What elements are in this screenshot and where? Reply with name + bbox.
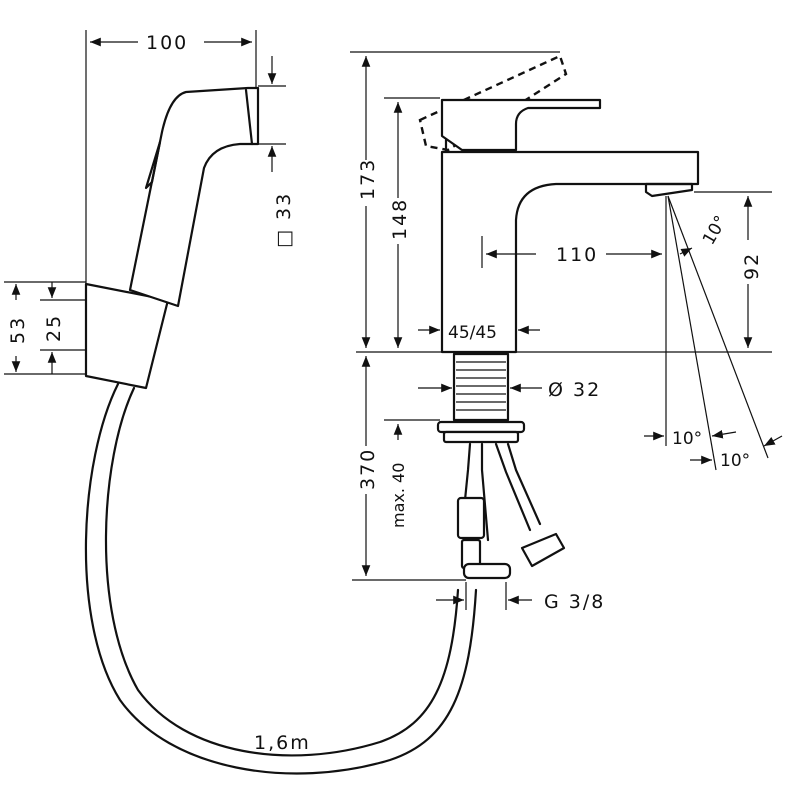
dim-connection: G 3/8 bbox=[436, 582, 605, 613]
dim-spout-height: 92 bbox=[694, 191, 772, 348]
dim-92-label: 92 bbox=[741, 252, 763, 280]
dim-angle-2-label: 10° bbox=[720, 451, 750, 471]
dim-total-height: 173 bbox=[350, 51, 560, 348]
dim-32-label: Ø 32 bbox=[548, 379, 601, 401]
shower-head bbox=[128, 86, 260, 308]
dim-33-label: □ 33 bbox=[273, 192, 295, 248]
dim-handshower-square: □ 33 bbox=[258, 56, 295, 248]
angle-valve bbox=[520, 532, 566, 568]
dim-100-label: 100 bbox=[146, 32, 188, 54]
dim-45-label: 45/45 bbox=[448, 323, 497, 343]
dim-173-label: 173 bbox=[357, 158, 379, 200]
dim-148-label: 148 bbox=[389, 198, 411, 240]
threaded-shank bbox=[452, 352, 510, 422]
basin-mixer bbox=[356, 54, 772, 580]
dim-angle-top-label: 10° bbox=[699, 212, 731, 248]
dim-shank-diameter: Ø 32 bbox=[418, 379, 601, 401]
dim-53-label: 53 bbox=[7, 316, 29, 344]
mixer-body bbox=[440, 150, 700, 354]
dim-angle-1-label: 10° bbox=[672, 429, 702, 449]
lever bbox=[440, 98, 602, 152]
dim-base-size: 45/45 bbox=[418, 323, 540, 343]
dim-g38-label: G 3/8 bbox=[544, 591, 605, 613]
dim-max-thickness: max. 40 bbox=[384, 419, 440, 528]
connection-nut bbox=[462, 562, 512, 580]
dim-holder: 53 25 bbox=[4, 281, 86, 375]
dim-handshower-width: 100 bbox=[85, 30, 257, 286]
fixing-nut bbox=[436, 420, 526, 434]
hose bbox=[84, 382, 478, 775]
dim-110-label: 110 bbox=[556, 244, 598, 266]
hose-length-label: 1,6m bbox=[254, 732, 311, 754]
dim-370-label: 370 bbox=[357, 448, 379, 490]
dim-spout-reach: 110 bbox=[481, 196, 667, 446]
hand-shower bbox=[84, 86, 478, 775]
dim-shank-length: 370 bbox=[352, 356, 466, 581]
dim-lever-height: 148 bbox=[384, 97, 440, 348]
dim-max40-label: max. 40 bbox=[389, 463, 408, 528]
spray-angles: 10° 10° 10° bbox=[644, 195, 783, 471]
dim-25-label: 25 bbox=[43, 314, 65, 342]
